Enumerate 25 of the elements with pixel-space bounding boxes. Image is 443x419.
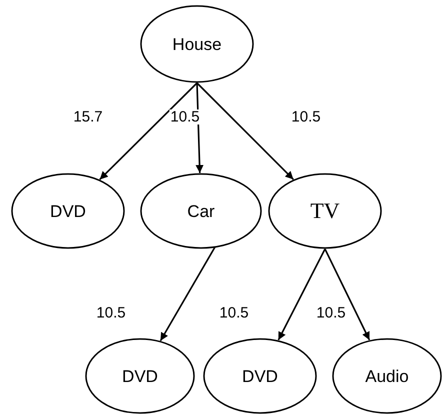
ellipse-node: [140, 5, 254, 83]
arrow: [160, 246, 216, 342]
edge-label: 10.5: [218, 306, 250, 320]
ellipse-node: [268, 173, 382, 249]
arrow: [324, 248, 370, 340]
arrow: [278, 248, 326, 340]
ellipse-node: [11, 173, 125, 249]
node-label: Car: [187, 202, 215, 220]
node-label: Audio: [365, 368, 409, 384]
edge-label: 10.5: [290, 110, 322, 124]
ellipse-node: [203, 338, 317, 414]
ellipse-node: [85, 338, 195, 414]
edge-label: 10.5: [95, 306, 127, 320]
edge-label: 10.5: [169, 110, 201, 124]
ellipse-node: [140, 173, 262, 249]
arrow: [196, 82, 294, 180]
node-label: TV: [310, 200, 340, 222]
edge-label: 15.7: [72, 110, 104, 124]
node-label: House: [172, 36, 222, 52]
edge-label: 10.5: [315, 306, 347, 320]
ellipse-node: [332, 338, 442, 414]
node-label: DVD: [242, 368, 278, 384]
arrow: [99, 82, 198, 180]
node-label: DVD: [50, 202, 86, 220]
node-label: DVD: [122, 368, 158, 384]
